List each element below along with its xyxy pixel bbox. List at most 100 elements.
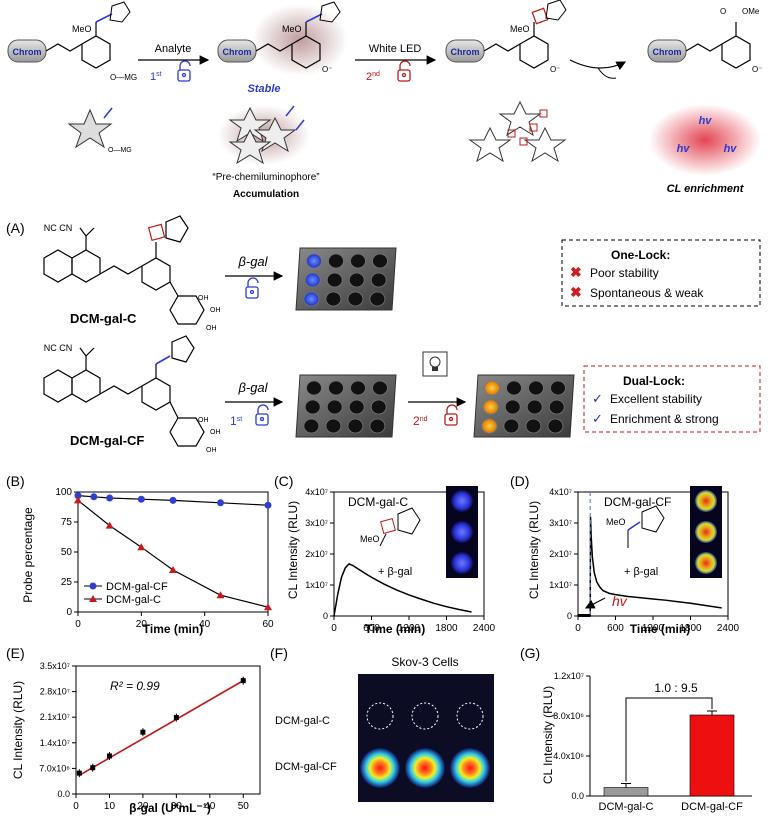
y-tick-label: 0 bbox=[567, 611, 572, 621]
second-label: 2nd bbox=[413, 414, 428, 428]
well bbox=[325, 291, 342, 307]
data-point bbox=[106, 494, 114, 502]
cross-icon: ✖ bbox=[570, 264, 582, 280]
panel-g: (G) CL Intensity (RLU) 0.04.0x10⁶8.0x10⁶… bbox=[520, 645, 752, 813]
category-label: DCM-gal-CF bbox=[681, 801, 743, 813]
panel-c-ylabel: CL Intensity (RLU) bbox=[286, 501, 300, 599]
y-tick-label: 0 bbox=[323, 611, 328, 621]
dual-lock-item: Excellent stability bbox=[610, 392, 702, 406]
y-tick-label: 2x10⁷ bbox=[305, 549, 328, 559]
chrom-pill bbox=[217, 39, 257, 63]
dual-lock-box: Dual-Lock: ✓ Excellent stability ✓ Enric… bbox=[583, 365, 761, 433]
dual-lock-title: Dual-Lock: bbox=[623, 374, 685, 388]
data-point bbox=[240, 678, 246, 684]
unlock-icon-blue bbox=[245, 277, 259, 299]
well bbox=[506, 380, 522, 396]
hv-arrow bbox=[584, 597, 606, 609]
y-tick-label: 2.1x10⁷ bbox=[40, 712, 70, 722]
data-point bbox=[137, 495, 145, 503]
comparison-bracket bbox=[625, 697, 713, 782]
bar bbox=[689, 714, 735, 797]
cl-enrichment-glow: hv hv hv CL enrichment bbox=[649, 104, 761, 195]
panel-d-annotation: + β-gal bbox=[624, 566, 658, 578]
beta-gal-label: β-gal bbox=[237, 380, 268, 395]
oh-label: OH bbox=[210, 307, 221, 314]
carbonyl-o-label: O bbox=[720, 7, 726, 16]
cl-enrichment-label: CL enrichment bbox=[667, 183, 745, 195]
panel-b-label: (B) bbox=[6, 473, 25, 489]
panel-b-ylabel: Probe percentage bbox=[21, 507, 35, 603]
panel-e-label: (E) bbox=[6, 645, 25, 661]
y-tick-label: 3x10⁷ bbox=[305, 518, 328, 528]
y-tick-label: 4x10⁷ bbox=[549, 487, 572, 497]
one-lock-item: Spontaneous & weak bbox=[590, 286, 704, 300]
panel-f-row2: DCM-gal-CF bbox=[275, 761, 337, 773]
y-tick-label: 1.2x10⁷ bbox=[554, 671, 584, 681]
well bbox=[348, 399, 365, 415]
hv-label: hv bbox=[724, 143, 738, 155]
well bbox=[484, 380, 500, 396]
arrow-white-led: White LED 2nd bbox=[355, 43, 437, 83]
data-point bbox=[76, 770, 82, 776]
x-tick-label: 1200 bbox=[398, 623, 421, 634]
data-point bbox=[216, 591, 225, 599]
x-tick-label: 0 bbox=[575, 623, 581, 634]
panel-c-xlabel: Time (min) bbox=[365, 622, 425, 636]
well bbox=[347, 291, 364, 307]
o-minus-label: O⁻ bbox=[322, 65, 332, 74]
chrom-label: Chrom bbox=[223, 47, 252, 57]
meo-label: MeO bbox=[282, 24, 302, 34]
y-tick-label: 0.0 bbox=[57, 789, 70, 799]
o-mg-label: O—MG bbox=[110, 73, 137, 82]
y-tick-label: 3x10⁷ bbox=[549, 518, 572, 528]
data-point bbox=[264, 501, 272, 509]
panel-c-title: DCM-gal-C bbox=[348, 495, 408, 509]
x-tick-label: 50 bbox=[238, 801, 250, 812]
series-line bbox=[77, 499, 269, 608]
x-tick-label: 1200 bbox=[642, 623, 665, 634]
meo-label: MeO bbox=[606, 517, 626, 527]
analyte-label: Analyte bbox=[155, 43, 192, 55]
panel-f-row1: DCM-gal-C bbox=[275, 715, 330, 727]
hv-label: hv bbox=[677, 143, 691, 155]
panel-e-r2: R² = 0.99 bbox=[110, 679, 160, 693]
x-tick-label: 1800 bbox=[679, 623, 702, 634]
molecule-dioxetane: Chrom MeO O⁻ bbox=[445, 0, 567, 74]
data-point bbox=[169, 566, 177, 573]
series-line bbox=[333, 563, 472, 617]
well bbox=[369, 418, 386, 434]
well-plate-dark bbox=[295, 374, 397, 438]
data-point bbox=[140, 729, 146, 735]
plot-frame bbox=[75, 665, 261, 795]
well bbox=[306, 253, 322, 269]
o-minus-label: O⁻ bbox=[752, 65, 762, 74]
oh-label: OH bbox=[198, 295, 209, 302]
panel-e-ylabel: CL Intensity (RLU) bbox=[11, 681, 25, 779]
y-tick-label: 1x10⁷ bbox=[305, 580, 328, 590]
x-tick-label: 2400 bbox=[473, 623, 496, 634]
well bbox=[304, 399, 321, 415]
alkene-structure-icon bbox=[627, 505, 665, 548]
well bbox=[370, 272, 387, 288]
data-point bbox=[90, 493, 98, 501]
molecule-stable: Chrom MeO O⁻ Stable bbox=[217, 1, 348, 95]
probe-name-dcm-gal-c: DCM-gal-C bbox=[70, 311, 137, 326]
well bbox=[548, 399, 565, 415]
data-point bbox=[264, 603, 272, 611]
well bbox=[528, 380, 544, 396]
check-icon: ✓ bbox=[592, 391, 603, 406]
star-probe-icon: O—MG bbox=[67, 107, 132, 154]
dual-lock-item: Enrichment & strong bbox=[610, 412, 719, 426]
well bbox=[504, 399, 521, 415]
panel-f-label: (F) bbox=[270, 645, 288, 661]
x-tick-label: 10 bbox=[104, 801, 116, 812]
x-tick-label: 0 bbox=[331, 623, 337, 634]
y-tick-label: 50 bbox=[61, 547, 73, 558]
legend-label: DCM-gal-C bbox=[106, 594, 161, 606]
data-point bbox=[74, 492, 82, 500]
category-label: DCM-gal-C bbox=[599, 801, 654, 813]
